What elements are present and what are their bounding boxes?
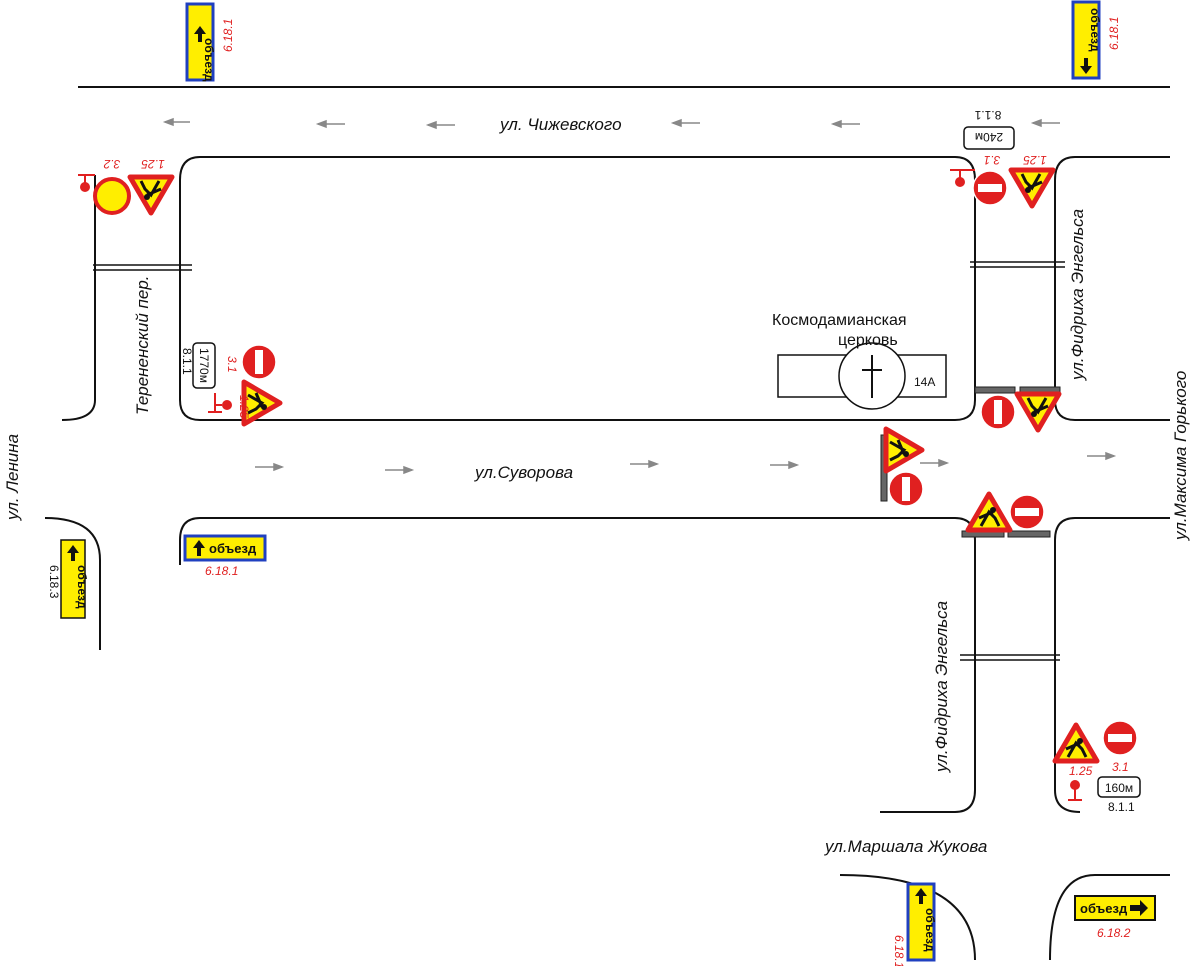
church-building xyxy=(777,342,947,410)
street-gorkogo: ул.Максима Горького xyxy=(1171,371,1190,541)
distance-plate-240: 240м xyxy=(975,130,1003,144)
sign-group-suvorova-west: 1770м 8.1.1 3.1 1.25 xyxy=(180,342,280,424)
detour-label: объезд xyxy=(1080,901,1128,916)
no-entry-sign-icon xyxy=(1009,494,1045,530)
no-entry-sign-icon xyxy=(241,344,277,380)
sign-code-1-25: 1.25 xyxy=(1069,764,1093,778)
sign-code-6-18-3: 6.18.3 xyxy=(47,565,61,599)
sign-code-1-25: 1.25 xyxy=(141,157,165,171)
detour-sign-suvorova: объезд 6.18.1 xyxy=(183,534,267,578)
detour-sign-lenina: объезд 6.18.3 xyxy=(47,539,89,619)
no-entry-sign-icon xyxy=(888,471,924,507)
detour-sign-top-left: объезд 6.18.1 xyxy=(185,2,235,82)
detour-label: объезд xyxy=(923,908,937,952)
detour-label: объезд xyxy=(1088,8,1102,52)
sign-code-8-1-1: 8.1.1 xyxy=(180,348,194,375)
sign-code-8-1-1: 8.1.1 xyxy=(974,108,1001,122)
no-entry-sign-icon xyxy=(1102,720,1138,756)
street-suvorova: ул.Суворова xyxy=(474,463,573,482)
no-vehicles-sign-icon xyxy=(93,177,131,215)
street-chizhevskogo: ул. Чижевского xyxy=(499,115,622,134)
road-works-sign-icon xyxy=(1017,394,1059,430)
sign-code-6-18-1: 6.18.1 xyxy=(1107,17,1121,50)
building-number: 14А xyxy=(914,375,935,389)
church-name-line1: Космодамианская xyxy=(772,312,907,329)
no-entry-sign-icon xyxy=(972,170,1008,206)
sign-code-3-1: 3.1 xyxy=(225,356,239,373)
road-works-sign-icon xyxy=(130,177,172,213)
no-entry-sign-icon xyxy=(980,394,1016,430)
sign-code-6-18-1: 6.18.1 xyxy=(205,564,238,578)
sign-code-3-2: 3.2 xyxy=(103,157,120,171)
sign-group-engelsa-south: 1.25 3.1 160м 8.1.1 xyxy=(1055,720,1141,814)
road-works-sign-icon xyxy=(1055,725,1097,761)
street-engelsa-bottom: ул.Фидриха Энгельса xyxy=(932,601,951,773)
church-name-line2: церковь xyxy=(838,332,898,349)
detour-sign-bottom-right: объезд 6.18.2 xyxy=(1074,895,1156,940)
sign-code-3-1: 3.1 xyxy=(1112,760,1129,774)
sign-code-1-25: 1.25 xyxy=(237,395,251,419)
detour-label: объезд xyxy=(75,565,89,609)
sign-code-6-18-2: 6.18.2 xyxy=(1097,926,1131,940)
sign-code-6-18-1: 6.18.1 xyxy=(221,19,235,52)
sign-code-8-1-1: 8.1.1 xyxy=(1108,800,1135,814)
detour-label: объезд xyxy=(202,38,216,82)
street-engelsa-top: ул.Фидриха Энгельса xyxy=(1068,209,1087,381)
road-barriers xyxy=(880,386,1061,538)
detour-sign-top-right: объезд 6.18.1 xyxy=(1071,0,1121,80)
detour-label: объезд xyxy=(209,541,257,556)
sign-group-top-right: 240м 8.1.1 3.1 1.25 xyxy=(950,108,1053,206)
street-zhukova: ул.Маршала Жукова xyxy=(824,837,987,856)
sign-group-intersection xyxy=(886,394,1059,530)
sign-code-3-1: 3.1 xyxy=(984,153,1001,167)
traffic-direction-arrows xyxy=(162,117,1117,475)
distance-plate-1770: 1770м xyxy=(197,348,211,383)
sign-code-1-25: 1.25 xyxy=(1023,153,1047,167)
street-lenina: ул. Ленина xyxy=(3,434,22,521)
road-works-sign-icon xyxy=(968,494,1010,530)
distance-plate-160: 160м xyxy=(1105,781,1133,795)
detour-sign-bottom: объезд 6.18.1 xyxy=(892,882,937,966)
road-works-sign-icon xyxy=(1011,170,1053,206)
sign-group-top-left: 3.2 1.25 xyxy=(78,157,172,213)
road-edges xyxy=(44,86,1170,961)
sign-code-6-18-1: 6.18.1 xyxy=(892,935,906,966)
street-terenensky: Терененский пер. xyxy=(133,276,152,416)
road-works-sign-icon xyxy=(886,429,922,471)
